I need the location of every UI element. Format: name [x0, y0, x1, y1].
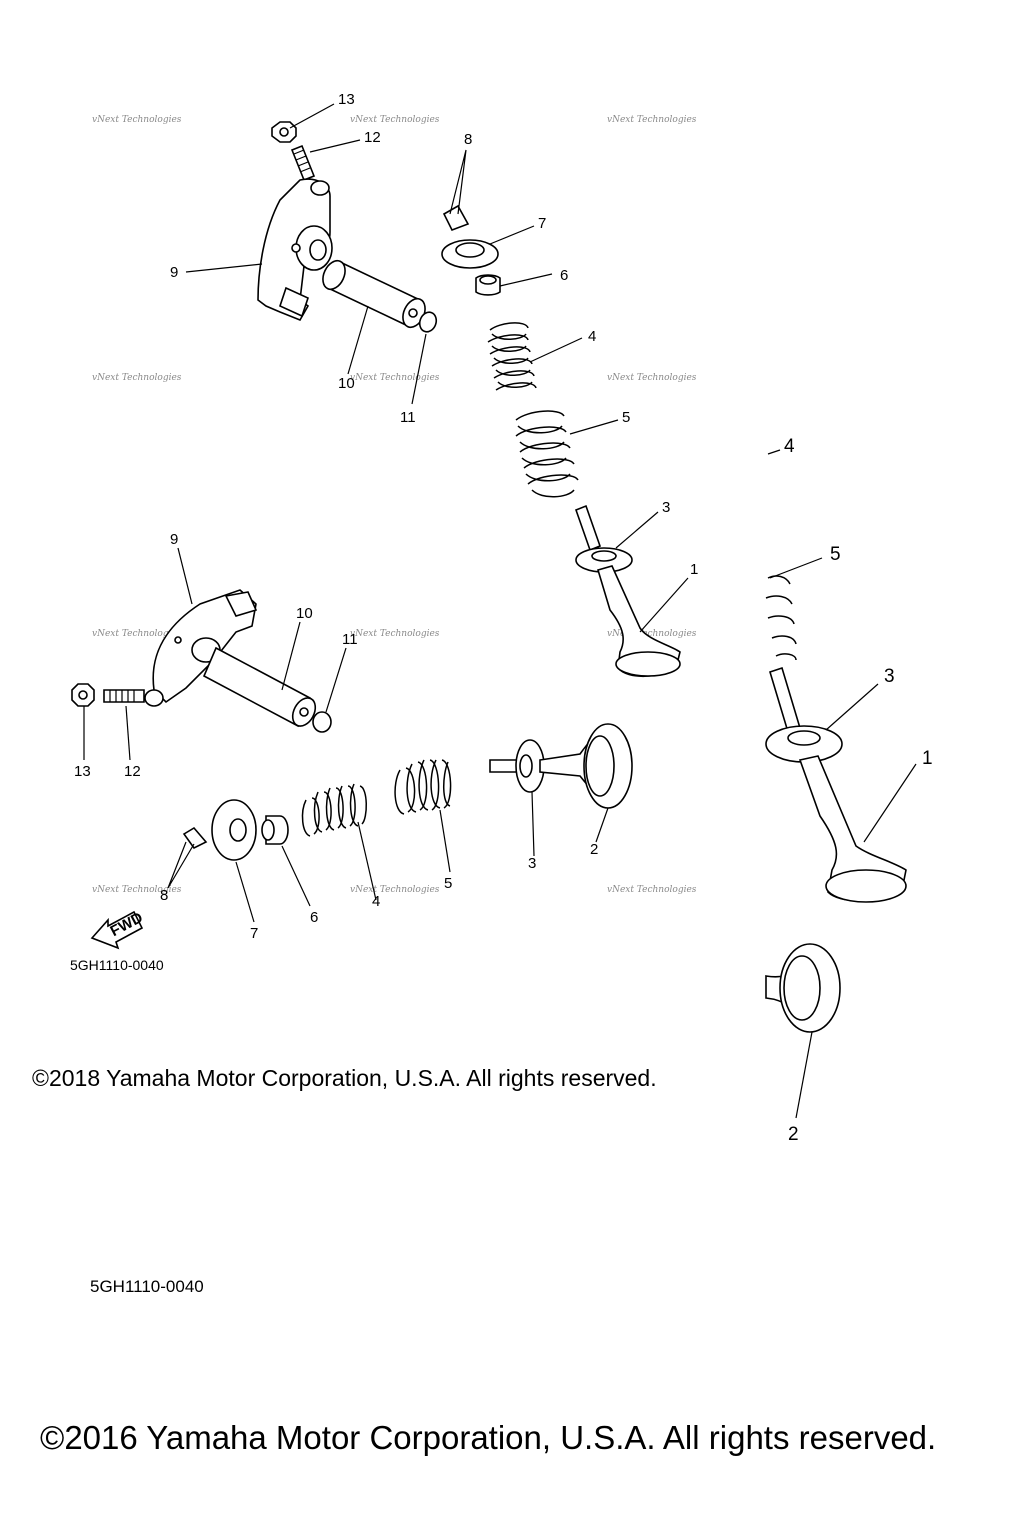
ref-11: 11 — [342, 631, 358, 648]
valve-spring-4 — [487, 322, 537, 391]
ref-6: 6 — [310, 909, 318, 926]
watermark: vNext Technologies — [92, 115, 182, 125]
spring-retainer-7 — [441, 239, 499, 269]
watermarks: vNext Technologies vNext Technologies vN… — [92, 115, 697, 895]
intake-valve-1 — [798, 755, 907, 903]
watermark: vNext Technologies — [607, 629, 697, 639]
ref-11: 11 — [400, 409, 416, 426]
ref-9: 9 — [170, 531, 178, 548]
watermark: vNext Technologies — [350, 115, 440, 125]
ref-4: 4 — [784, 436, 795, 457]
rocker-shaft-10 — [322, 259, 426, 329]
ref-7: 7 — [250, 925, 258, 942]
ref-2: 2 — [788, 1124, 799, 1145]
upper-ref-numbers: 13 12 9 10 11 8 7 6 4 5 3 1 — [170, 91, 698, 578]
lower-leaders — [83, 547, 609, 923]
fwd-arrow: FWD — [90, 909, 146, 950]
ref-3: 3 — [884, 666, 895, 687]
watermark: vNext Technologies — [350, 885, 440, 895]
exhaust-valve-2 — [539, 723, 633, 809]
valve-guide-3 — [489, 739, 545, 793]
valve-guide-3 — [765, 666, 843, 763]
ref-12: 12 — [364, 129, 381, 146]
ref-4: 4 — [372, 893, 380, 910]
ref-6: 6 — [560, 267, 568, 284]
ref-5: 5 — [622, 409, 630, 426]
ref-1: 1 — [690, 561, 698, 578]
copyright-2016: ©2016 Yamaha Motor Corporation, U.S.A. A… — [40, 1419, 936, 1456]
ref-5: 5 — [444, 875, 452, 892]
o-ring-11 — [418, 311, 438, 333]
watermark: vNext Technologies — [607, 115, 697, 125]
right-ref-numbers: 4 5 3 1 2 — [784, 436, 933, 1145]
valve-spring-5 — [394, 759, 452, 815]
valve-spring-5 — [515, 410, 579, 498]
ref-13: 13 — [74, 763, 91, 780]
watermark: vNext Technologies — [92, 373, 182, 383]
ref-1: 1 — [922, 748, 933, 769]
spring-retainer-7 — [211, 799, 257, 861]
watermark: vNext Technologies — [92, 885, 182, 895]
diagram-code: 5GH1110-0040 — [70, 957, 164, 973]
valve-spring-4 — [301, 783, 367, 837]
ref-4: 4 — [588, 328, 596, 345]
watermark: vNext Technologies — [607, 885, 697, 895]
adjusting-screw-12 — [103, 689, 145, 703]
ref-8: 8 — [160, 887, 168, 904]
nut-13 — [271, 121, 297, 143]
valve-spring-5 — [765, 575, 797, 661]
watermark: vNext Technologies — [92, 629, 182, 639]
valve-cotter-8 — [182, 826, 208, 850]
watermark: vNext Technologies — [607, 373, 697, 383]
ref-2: 2 — [590, 841, 598, 858]
copyright-2018: ©2018 Yamaha Motor Corporation, U.S.A. A… — [32, 1065, 657, 1091]
ref-8: 8 — [464, 131, 472, 148]
right-leaders — [767, 449, 917, 1119]
exhaust-valve-2 — [765, 943, 841, 1033]
o-ring-11 — [312, 711, 332, 733]
nut-13 — [71, 683, 95, 707]
valve-guide-3 — [574, 504, 633, 573]
upper-assembly — [257, 121, 681, 678]
valve-stem-seal-6 — [475, 274, 501, 296]
rocker-shaft-10 — [202, 646, 317, 728]
ref-10: 10 — [338, 375, 355, 392]
watermark: vNext Technologies — [350, 629, 440, 639]
lower-assembly: FWD — [71, 589, 633, 950]
ref-5: 5 — [830, 544, 841, 565]
diagram-code-large: 5GH1110-0040 — [90, 1277, 204, 1296]
intake-valve-1 — [597, 565, 681, 678]
ref-12: 12 — [124, 763, 141, 780]
upper-leaders — [185, 103, 689, 633]
valve-stem-seal-6 — [261, 815, 289, 845]
ref-3: 3 — [662, 499, 670, 516]
ref-10: 10 — [296, 605, 313, 622]
ref-13: 13 — [338, 91, 355, 108]
ref-9: 9 — [170, 264, 178, 281]
right-assembly — [765, 575, 907, 1033]
watermark: vNext Technologies — [350, 373, 440, 383]
rocker-arm-9 — [257, 178, 333, 322]
valve-cotter-8 — [442, 204, 470, 232]
adjusting-screw-12 — [290, 144, 316, 182]
ref-7: 7 — [538, 215, 546, 232]
lower-ref-numbers: 9 10 11 13 12 8 7 6 4 5 3 2 — [74, 531, 598, 942]
ref-3: 3 — [528, 855, 536, 872]
